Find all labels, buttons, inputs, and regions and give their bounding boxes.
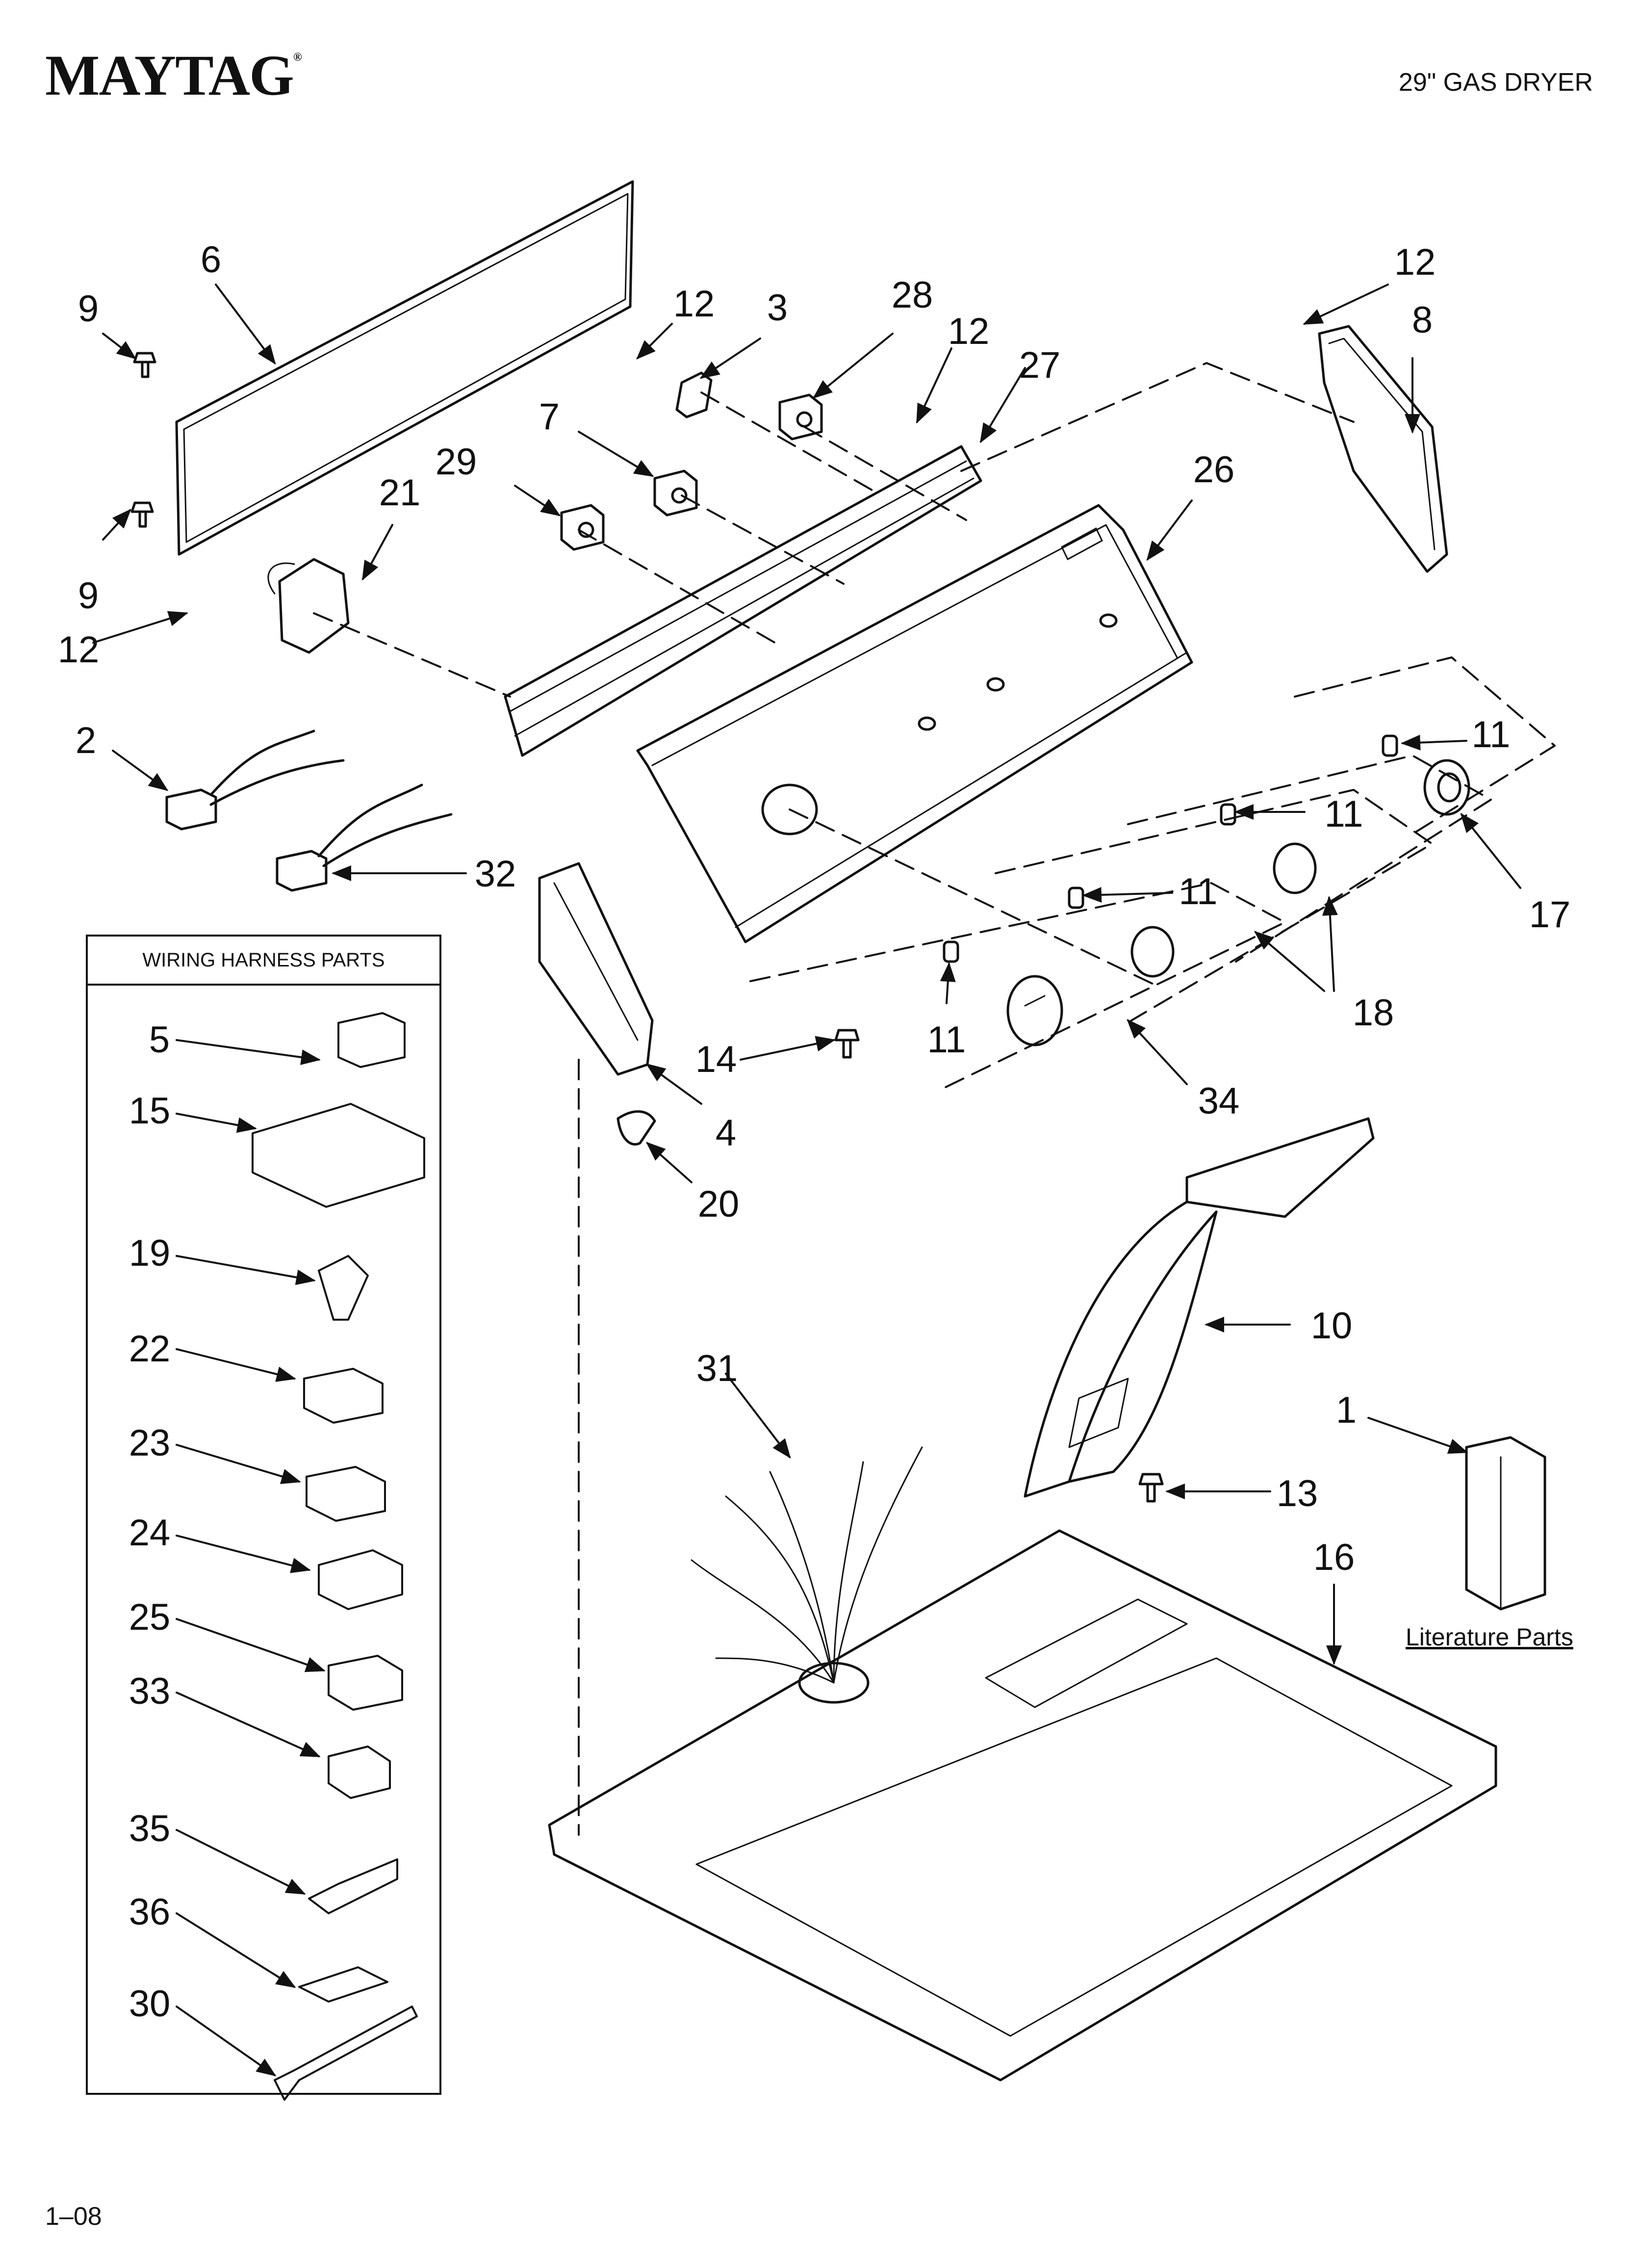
connector-22 [303, 1368, 384, 1424]
callout-26: 26 [1193, 449, 1235, 491]
bushing-11d [943, 940, 959, 963]
callout-harness-23: 23 [128, 1422, 171, 1464]
bushing-11b [1220, 803, 1236, 826]
callout-7: 7 [539, 396, 560, 438]
callout-10: 10 [1310, 1305, 1353, 1347]
brand-logo: MAYTAG® [45, 42, 302, 109]
document-title: 29" GAS DRYER [1398, 68, 1593, 97]
callout-29: 29 [435, 441, 477, 483]
callout-12-b: 12 [948, 311, 990, 352]
callout-harness-19: 19 [128, 1232, 171, 1274]
callout-12-c: 12 [1394, 241, 1436, 283]
callout-14: 14 [695, 1039, 737, 1080]
connector-25 [328, 1655, 403, 1711]
connector-33 [328, 1746, 391, 1799]
callout-harness-22: 22 [128, 1328, 171, 1370]
callout-27: 27 [1019, 344, 1061, 386]
callout-harness-36: 36 [128, 1891, 171, 1933]
harness-2-part [165, 730, 345, 831]
bushing-11c [1068, 886, 1084, 909]
terminal-35 [308, 1858, 398, 1914]
knob-34-part [1006, 975, 1063, 1046]
connector-15 [252, 1103, 425, 1208]
callout-9-lower: 9 [77, 575, 99, 617]
console-panel-part [636, 504, 1193, 943]
end-cap-part [1318, 325, 1448, 573]
clip-20-part [616, 1110, 656, 1146]
callout-12-d: 12 [57, 629, 100, 671]
callout-6: 6 [200, 239, 222, 281]
connector-23 [306, 1466, 386, 1522]
callout-21: 21 [379, 472, 421, 514]
callout-leaders [92, 284, 1521, 1665]
callout-4: 4 [715, 1112, 737, 1154]
knob-17-part [1423, 759, 1470, 816]
callout-harness-35: 35 [128, 1808, 171, 1850]
connector-19 [318, 1255, 369, 1321]
end-cap-4-part [538, 862, 654, 1076]
lint-filter-part [1024, 1117, 1375, 1498]
screw-9-lower [130, 501, 154, 528]
callout-11-b: 11 [1324, 793, 1363, 835]
knob-18b-part [1130, 926, 1175, 978]
knob-18a-part [1273, 842, 1317, 894]
cable-tie-30 [274, 2006, 418, 2101]
wiring-harness-parts-box: WIRING HARNESS PARTS [86, 935, 441, 2095]
callout-17: 17 [1529, 894, 1571, 936]
callout-11-c: 11 [1179, 871, 1218, 912]
switch-7-part [653, 469, 698, 517]
bushing-11a [1382, 734, 1398, 757]
callout-harness-30: 30 [128, 1983, 171, 2025]
callout-harness-33: 33 [128, 1670, 171, 1712]
callout-1: 1 [1335, 1389, 1357, 1431]
callout-18: 18 [1352, 992, 1394, 1034]
callout-harness-5: 5 [149, 1019, 170, 1061]
literature-book-part [1465, 1436, 1546, 1611]
callout-harness-15: 15 [128, 1090, 171, 1132]
rear-panel-part [175, 180, 634, 556]
wiring-bundle-part [691, 1446, 923, 1684]
callout-13: 13 [1276, 1473, 1318, 1514]
callout-harness-25: 25 [128, 1596, 171, 1638]
callout-9-upper: 9 [77, 288, 99, 330]
callout-2: 2 [75, 720, 97, 761]
callout-34: 34 [1198, 1080, 1240, 1122]
screw-13-part [1138, 1473, 1164, 1503]
callout-16: 16 [1313, 1537, 1355, 1578]
callout-11-a: 11 [1471, 714, 1511, 756]
callout-3: 3 [767, 287, 788, 329]
callout-28: 28 [891, 274, 933, 316]
insulator-36 [298, 1966, 388, 2003]
harness-32-part [276, 783, 453, 892]
switch-29-part [560, 504, 605, 551]
callout-12-a: 12 [673, 283, 715, 325]
page-code: 1–08 [45, 2202, 102, 2231]
callout-20: 20 [697, 1183, 740, 1225]
literature-parts-link[interactable]: Literature Parts [1406, 1623, 1573, 1651]
terminal-block-21-part [267, 558, 350, 654]
wiring-harness-title: WIRING HARNESS PARTS [88, 937, 439, 986]
registered-mark: ® [293, 51, 302, 64]
console-frame-part [504, 445, 982, 757]
connector-5 [337, 1012, 406, 1068]
connector-24 [318, 1549, 403, 1610]
assembly-guide-lines [313, 362, 1556, 1836]
callout-8: 8 [1411, 299, 1433, 341]
callout-11-d: 11 [927, 1019, 966, 1061]
callout-32: 32 [474, 853, 516, 895]
callout-31: 31 [696, 1348, 738, 1389]
screw-9-upper [133, 352, 156, 378]
screw-14-part [834, 1029, 860, 1059]
callout-harness-24: 24 [128, 1512, 171, 1554]
top-panel-part [548, 1529, 1497, 2082]
harness-connectors [176, 1012, 425, 2101]
brand-name: MAYTAG [45, 43, 294, 107]
